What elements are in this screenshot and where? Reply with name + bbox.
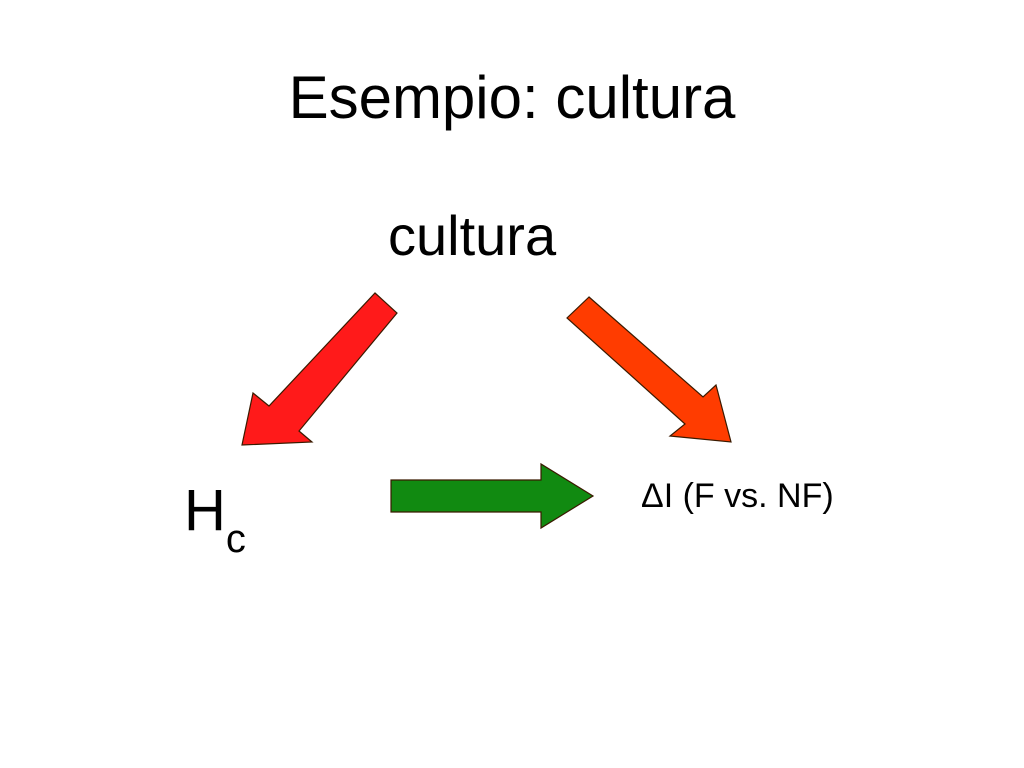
arrow-cultura-to-hc — [241, 292, 398, 446]
node-delta-i: ΔI (F vs. NF) — [641, 477, 834, 515]
node-hc-main: H — [184, 478, 226, 543]
node-hc-subscript: c — [225, 517, 246, 561]
arrow-cultura-to-delta-i — [566, 296, 732, 443]
node-hc: Hc — [184, 476, 246, 561]
node-cultura: cultura — [388, 204, 557, 267]
slide-title: Esempio: cultura — [288, 64, 736, 131]
arrow-hc-to-delta-i — [390, 462, 595, 530]
